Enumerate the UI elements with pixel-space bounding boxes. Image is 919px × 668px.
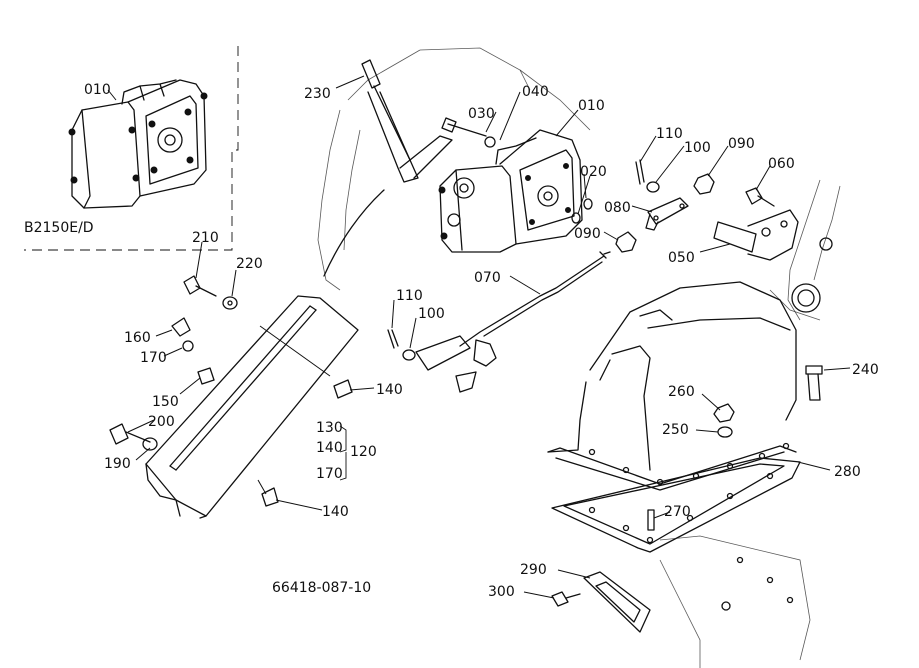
label-140-bottom: 140 [322, 504, 349, 520]
gasket-280 [551, 457, 801, 553]
o-rings-020 [571, 198, 593, 224]
label-010-inset: 010 [84, 82, 111, 98]
bolt-210 [183, 275, 217, 297]
hydraulic-pump-010 [438, 129, 583, 253]
label-280: 280 [834, 464, 861, 480]
washer-190 [142, 437, 158, 451]
rod-070 [415, 251, 611, 393]
clip-150 [197, 367, 215, 385]
plate-290 [583, 571, 651, 633]
label-270: 270 [664, 504, 691, 520]
nut-090-top [693, 173, 715, 195]
bolt-300 [551, 591, 581, 607]
label-090-mid: 090 [574, 226, 601, 242]
nut-170 [182, 340, 194, 352]
label-060: 060 [768, 156, 795, 172]
label-080: 080 [604, 200, 631, 216]
labels: 010 B2150E/D 230 030 040 010 020 090 110… [24, 82, 879, 600]
bracket-120 [339, 425, 347, 481]
bolt-030 [441, 117, 487, 137]
nut-260 [713, 403, 735, 423]
nut-090-mid [615, 231, 637, 253]
label-050: 050 [668, 250, 695, 266]
label-150: 150 [152, 394, 179, 410]
label-160: 160 [124, 330, 151, 346]
inset-pump-assembly [68, 79, 208, 209]
label-190: 190 [104, 456, 131, 472]
bolt-240 [805, 365, 823, 401]
lever-230 [361, 59, 453, 183]
label-240: 240 [852, 362, 879, 378]
washer-040 [484, 136, 496, 148]
label-260: 260 [668, 384, 695, 400]
figure-code: 66418-087-10 [272, 580, 371, 596]
label-170-left: 170 [140, 350, 167, 366]
label-100-mid: 100 [418, 306, 445, 322]
washer-220 [222, 296, 238, 310]
clip-140-lower [261, 487, 279, 507]
label-110-mid: 110 [396, 288, 423, 304]
label-110-top: 110 [656, 126, 683, 142]
label-210: 210 [192, 230, 219, 246]
clip-140-upper [333, 379, 353, 399]
label-030: 030 [468, 106, 495, 122]
inset-panel [24, 46, 239, 251]
label-010: 010 [578, 98, 605, 114]
label-070: 070 [474, 270, 501, 286]
washer-100-mid [402, 349, 416, 361]
washer-250 [717, 426, 733, 438]
label-220: 220 [236, 256, 263, 272]
label-100-top: 100 [684, 140, 711, 156]
label-140-stack: 140 [316, 440, 343, 456]
label-120: 120 [350, 444, 377, 460]
label-090-top: 090 [728, 136, 755, 152]
label-290: 290 [520, 562, 547, 578]
cover-130 [145, 295, 359, 519]
label-230: 230 [304, 86, 331, 102]
pin-110-top [635, 159, 645, 185]
bolt-200 [109, 423, 151, 445]
label-140-right: 140 [376, 382, 403, 398]
pin-270 [647, 509, 655, 531]
lower-case-outline [659, 535, 811, 668]
bolt-060 [745, 187, 775, 207]
label-200: 200 [148, 414, 175, 430]
clip-160 [171, 317, 191, 337]
washer-100-top [646, 181, 660, 193]
label-170-stack: 170 [316, 466, 343, 482]
label-inset-model: B2150E/D [24, 220, 94, 236]
leader-lines [127, 75, 851, 599]
shaft-050 [713, 209, 799, 261]
pin-110-mid [387, 329, 399, 349]
label-250: 250 [662, 422, 689, 438]
label-020: 020 [580, 164, 607, 180]
frame-right-outline [769, 179, 841, 321]
transmission-housing-outline [317, 47, 591, 291]
label-300: 300 [488, 584, 515, 600]
bracket-080 [645, 197, 689, 231]
cable [323, 189, 385, 277]
label-130: 130 [316, 420, 343, 436]
label-040: 040 [522, 84, 549, 100]
